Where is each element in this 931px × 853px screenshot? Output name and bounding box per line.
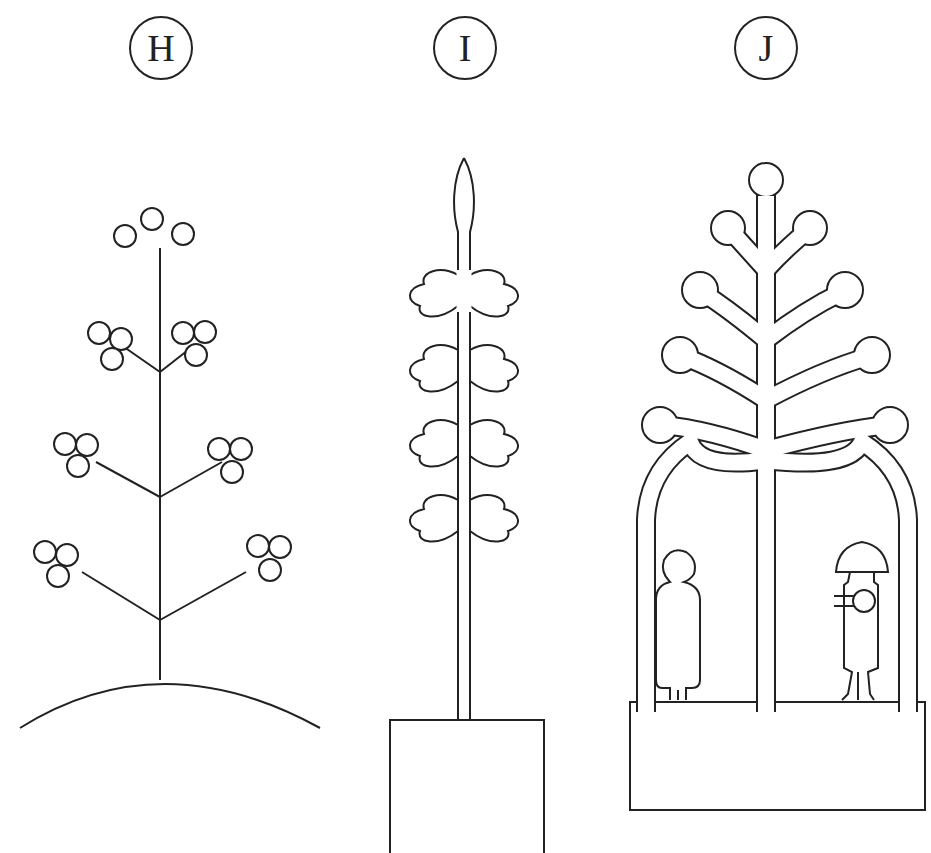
robed-figure — [656, 550, 700, 700]
figure-letter: I — [459, 29, 472, 67]
figure-letter: J — [759, 29, 774, 67]
letter-circle: J — [734, 16, 798, 80]
tree-i — [390, 158, 544, 853]
tree-j — [630, 163, 925, 810]
hatted-figure — [834, 542, 888, 700]
figure-letter: H — [147, 29, 174, 67]
letter-circle: H — [129, 16, 193, 80]
letter-circle: I — [433, 16, 497, 80]
tree-h — [20, 208, 320, 728]
